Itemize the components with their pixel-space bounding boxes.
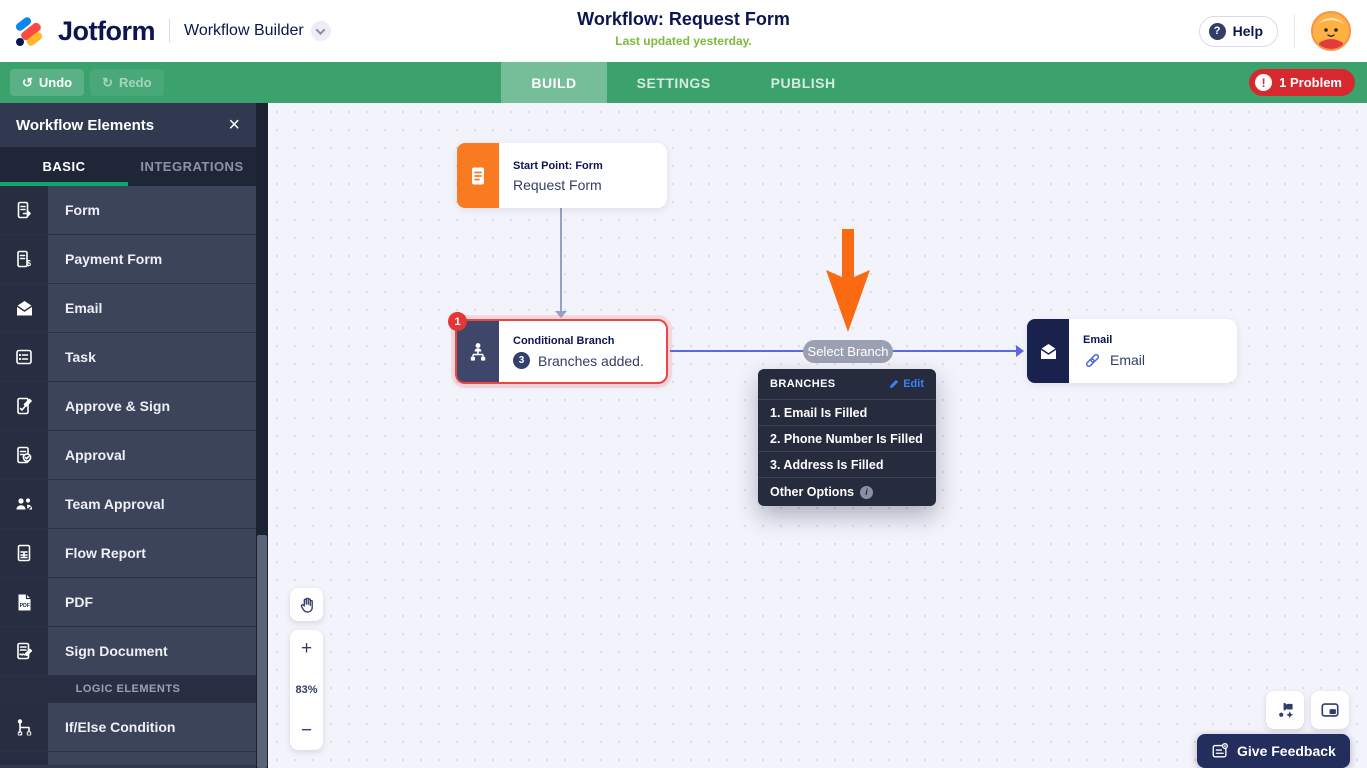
header-divider bbox=[169, 19, 170, 43]
app-header: Jotform Workflow Builder Workflow: Reque… bbox=[0, 0, 1367, 62]
branches-dropdown: BRANCHES Edit 1. Email Is Filled 2. Phon… bbox=[758, 369, 936, 506]
node-start-form[interactable]: Start Point: Form Request Form bbox=[457, 143, 667, 208]
link-icon bbox=[1085, 353, 1100, 367]
email-node-icon bbox=[1040, 343, 1056, 359]
branch-option-1[interactable]: 1. Email Is Filled bbox=[758, 400, 936, 426]
dropdown-title: BRANCHES bbox=[770, 378, 836, 390]
problem-badge[interactable]: ! 1 Problem bbox=[1249, 69, 1355, 96]
tab-integrations[interactable]: INTEGRATIONS bbox=[140, 159, 244, 174]
pdf-icon: PDF bbox=[18, 594, 30, 610]
header-divider-2 bbox=[1294, 14, 1295, 48]
info-icon: i bbox=[860, 485, 874, 499]
active-tab-underline bbox=[0, 182, 128, 186]
email-icon bbox=[16, 300, 32, 315]
last-updated-text: Last updated yesterday. bbox=[615, 34, 752, 48]
give-feedback-button[interactable]: Give Feedback bbox=[1197, 734, 1350, 768]
minimap-toggle-button[interactable] bbox=[1311, 691, 1349, 729]
user-avatar[interactable] bbox=[1311, 11, 1351, 51]
form-icon bbox=[17, 201, 31, 219]
connector-arrowhead-down bbox=[555, 311, 567, 318]
panel-title: Workflow Elements bbox=[16, 116, 155, 134]
tab-settings[interactable]: SETTINGS bbox=[636, 74, 711, 91]
svg-text:$: $ bbox=[27, 259, 32, 268]
sidebar-item-form[interactable]: Form bbox=[0, 186, 256, 235]
sidebar-item-pdf[interactable]: PDF PDF bbox=[0, 578, 256, 627]
sidebar-item-email[interactable]: Email bbox=[0, 284, 256, 333]
question-icon: ? bbox=[1208, 22, 1226, 40]
sidebar-item-approval[interactable]: Approval bbox=[0, 431, 256, 480]
sidebar-item-approve-sign[interactable]: Approve & Sign bbox=[0, 382, 256, 431]
sidebar-item-sign-document[interactable]: Sign Document bbox=[0, 627, 256, 676]
pan-tool-button[interactable] bbox=[290, 588, 323, 621]
edit-branches-button[interactable]: Edit bbox=[889, 378, 924, 390]
close-icon[interactable]: × bbox=[228, 114, 240, 136]
select-branch-label[interactable]: Select Branch bbox=[803, 340, 893, 363]
node-email[interactable]: Email Email bbox=[1027, 319, 1237, 383]
node-title: Start Point: Form bbox=[513, 159, 603, 172]
logic-elements-header: LOGIC ELEMENTS bbox=[0, 676, 256, 703]
ifelse-condition-icon bbox=[17, 718, 31, 735]
error-count-badge[interactable]: 1 bbox=[448, 312, 467, 331]
jotform-logo-icon[interactable] bbox=[14, 14, 48, 48]
sidebar-item-payment-form[interactable]: $ Payment Form bbox=[0, 235, 256, 284]
node-title: Conditional Branch bbox=[513, 335, 615, 347]
sidebar-item-ifelse-condition[interactable]: If/Else Condition bbox=[0, 703, 256, 752]
elements-shortcut-button[interactable] bbox=[1266, 691, 1304, 729]
approve-sign-icon bbox=[17, 397, 32, 415]
sidebar-scrollbar-thumb[interactable] bbox=[257, 535, 267, 768]
avatar-cat-icon bbox=[1313, 13, 1349, 49]
svg-text:PDF: PDF bbox=[19, 603, 29, 609]
task-icon bbox=[16, 349, 32, 365]
branch-option-3[interactable]: 3. Address Is Filled bbox=[758, 452, 936, 478]
node-value: Branches added. bbox=[538, 352, 644, 369]
node-conditional-branch[interactable]: 1 Conditional Branch 3 Branches added. bbox=[448, 312, 668, 384]
pointer-arrow-icon bbox=[826, 229, 870, 332]
sidebar-item-flow-report[interactable]: Flow Report bbox=[0, 529, 256, 578]
tab-basic[interactable]: BASIC bbox=[42, 159, 86, 174]
pencil-icon bbox=[890, 379, 899, 389]
sign-document-icon bbox=[17, 642, 33, 660]
workflow-elements-panel: Workflow Elements × BASIC INTEGRATIONS F… bbox=[0, 103, 268, 768]
tab-build[interactable]: BUILD bbox=[501, 62, 607, 103]
sidebar-scrollbar-track[interactable] bbox=[256, 103, 268, 768]
workflow-canvas[interactable]: Start Point: Form Request Form 1 Conditi… bbox=[268, 103, 1367, 768]
branch-option-2[interactable]: 2. Phone Number Is Filled bbox=[758, 426, 936, 452]
hand-icon bbox=[300, 597, 313, 613]
flow-report-icon bbox=[17, 544, 31, 562]
sidebar-item-team-approval[interactable]: Team Approval bbox=[0, 480, 256, 529]
undo-button[interactable]: ↺ Undo bbox=[10, 69, 85, 96]
minimap-icon bbox=[1321, 703, 1339, 717]
shapes-icon bbox=[1278, 702, 1293, 718]
redo-button[interactable]: ↻ Redo bbox=[90, 69, 164, 96]
jotform-logo-text[interactable]: Jotform bbox=[58, 15, 156, 46]
workflow-title[interactable]: Workflow: Request Form bbox=[577, 9, 790, 29]
zoom-in-button[interactable]: + bbox=[300, 638, 313, 659]
help-button[interactable]: ? Help bbox=[1198, 15, 1278, 47]
redo-icon: ↻ bbox=[102, 74, 114, 90]
connector-arrowhead-right bbox=[1016, 345, 1024, 357]
zoom-out-button[interactable]: − bbox=[300, 720, 313, 741]
conditional-branch-icon bbox=[470, 342, 486, 361]
product-switcher-button[interactable] bbox=[310, 21, 331, 41]
sidebar-item-partial[interactable] bbox=[0, 752, 256, 765]
feedback-icon bbox=[1212, 743, 1228, 758]
zoom-controls: + 83% − bbox=[290, 630, 323, 750]
exclamation-icon: ! bbox=[1255, 74, 1273, 91]
approval-icon bbox=[17, 446, 32, 464]
tab-publish[interactable]: PUBLISH bbox=[770, 74, 836, 91]
zoom-level[interactable]: 83% bbox=[295, 684, 318, 696]
payment-form-icon: $ bbox=[17, 250, 32, 268]
builder-toolbar: ↺ Undo ↻ Redo BUILD SETTINGS PUBLISH ! 1… bbox=[0, 62, 1367, 103]
node-value: Email bbox=[1110, 352, 1146, 368]
product-name[interactable]: Workflow Builder bbox=[184, 22, 304, 39]
sidebar-item-task[interactable]: Task bbox=[0, 333, 256, 382]
connector-start-to-branch bbox=[560, 208, 562, 313]
team-approval-icon bbox=[16, 497, 32, 511]
form-node-icon bbox=[472, 167, 484, 184]
branch-count-badge: 3 bbox=[513, 352, 530, 369]
other-options-button[interactable]: Other Options i bbox=[758, 478, 936, 506]
node-title: Email bbox=[1083, 333, 1113, 346]
node-value: Request Form bbox=[513, 176, 602, 193]
undo-icon: ↺ bbox=[22, 74, 33, 90]
